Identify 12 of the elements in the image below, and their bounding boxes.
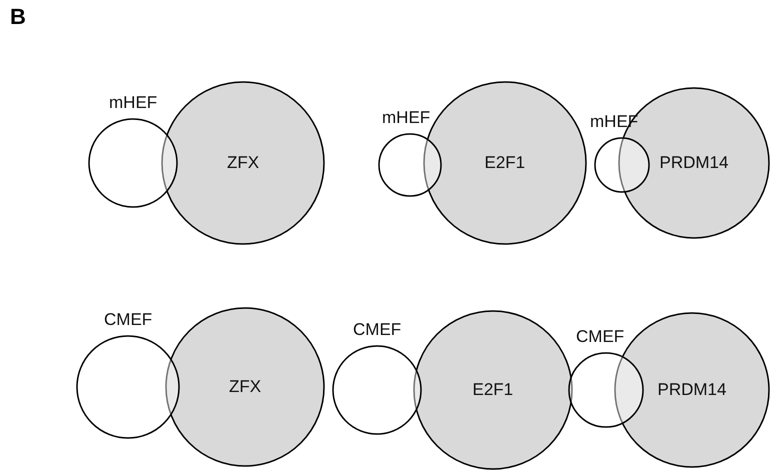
set-label: PRDM14 <box>658 380 726 400</box>
set-label: ZFX <box>229 377 262 397</box>
set-label: mHEF <box>109 93 158 113</box>
set-label: CMEF <box>353 320 402 340</box>
panel-letter: B <box>10 4 26 30</box>
set-label: E2F1 <box>484 153 526 173</box>
set-label: PRDM14 <box>660 153 728 173</box>
set-label: ZFX <box>227 153 260 173</box>
set-label: E2F1 <box>472 380 514 400</box>
set-label: CMEF <box>576 327 624 347</box>
set-label: mHEF <box>382 108 430 128</box>
set-label: CMEF <box>104 310 152 330</box>
